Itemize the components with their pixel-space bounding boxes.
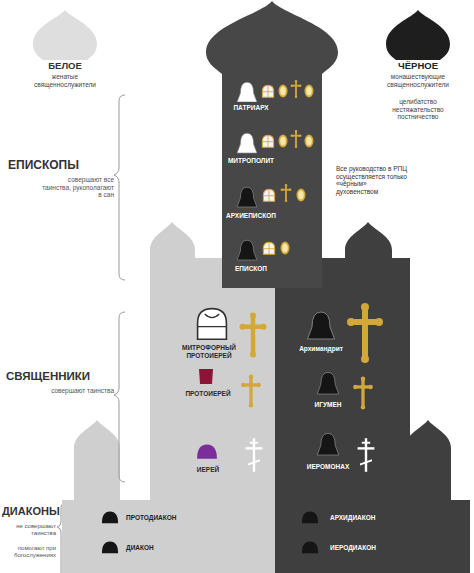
rank-name: ПРОТОИЕРЕЙ [178,390,238,398]
side-note: Все руководство в РПЦ осуществляется тол… [336,165,408,196]
bishops-tower: ПАТРИАРХ МИТРОПОЛИТ АРХИЕПИСКОП ЕПИСКОП [222,72,322,288]
rank-name: ЕПИСКОП [222,265,280,273]
right-small-dome [405,420,451,502]
rank-name: АРХИЕПИСКОП [222,212,280,220]
rank-name: ПАТРИАРХ [222,104,280,112]
group-title: СВЯЩЕННИКИ [6,370,116,384]
rank-name: ПРОТОДИАКОН [126,514,216,522]
bracket [114,312,125,482]
group-note: совершают таинства [50,387,114,395]
dome-shape [33,10,97,60]
group-note: совершают все таинства, рукополагают в с… [40,176,114,199]
tower-dome [206,1,338,74]
rank-name: Архимандрит [290,345,352,353]
group-note: не совершают таинства [2,523,56,537]
group-title: ДИАКОНЫ [2,505,64,518]
rank-name: целибатство нестяжательство постничество [378,98,458,121]
rank-name: АРХИДИАКОН [330,514,420,522]
group-note: помогают при богослужениях [2,545,56,559]
black-deacons-section: АРХИДИАКОН ИЕРОДИАКОН [275,500,470,573]
rank-name: ЧЁРНОЕ [368,60,468,71]
rank-name: ИЕРОМОНАХ [298,463,358,471]
white-priests-section: МИТРОФОРНЫЙ ПРОТОИЕРЕЙ ПРОТОИЕРЕЙ ИЕРЕЙ [150,258,275,500]
white-deacons-section: ПРОТОДИАКОН ДИАКОН [62,500,275,573]
dome-shape [386,10,450,60]
rank-name: ИЕРОДИАКОН [330,544,420,552]
rank-name: ДИАКОН [126,544,216,552]
rank-name: МИТРОПОЛИТ [222,157,280,165]
rank-name: ИГУМЕН [303,401,353,409]
rank-name: БЕЛОЕ [15,60,115,71]
black-clergy-dome: ЧЁРНОЕ монашествующие священнослужители це… [368,8,468,138]
rank-name: монашествующие священнослужители [378,73,458,88]
rank-name: МИТРОФОРНЫЙ ПРОТОИЕРЕЙ [178,344,240,359]
left-small-dome [74,420,120,502]
white-clergy-dome: БЕЛОЕ женатые священнослужители [15,8,115,98]
rank-name: ИЕРЕЙ [180,466,236,474]
left-turret [150,222,195,262]
black-priests-section: АрхимандритИГУМЕН ИЕРОМОНАХ [275,258,410,500]
bracket [114,95,125,280]
right-turret [345,222,392,262]
rank-name: женатые священнослужители [25,73,105,88]
group-title: ЕПИСКОПЫ [8,158,116,172]
